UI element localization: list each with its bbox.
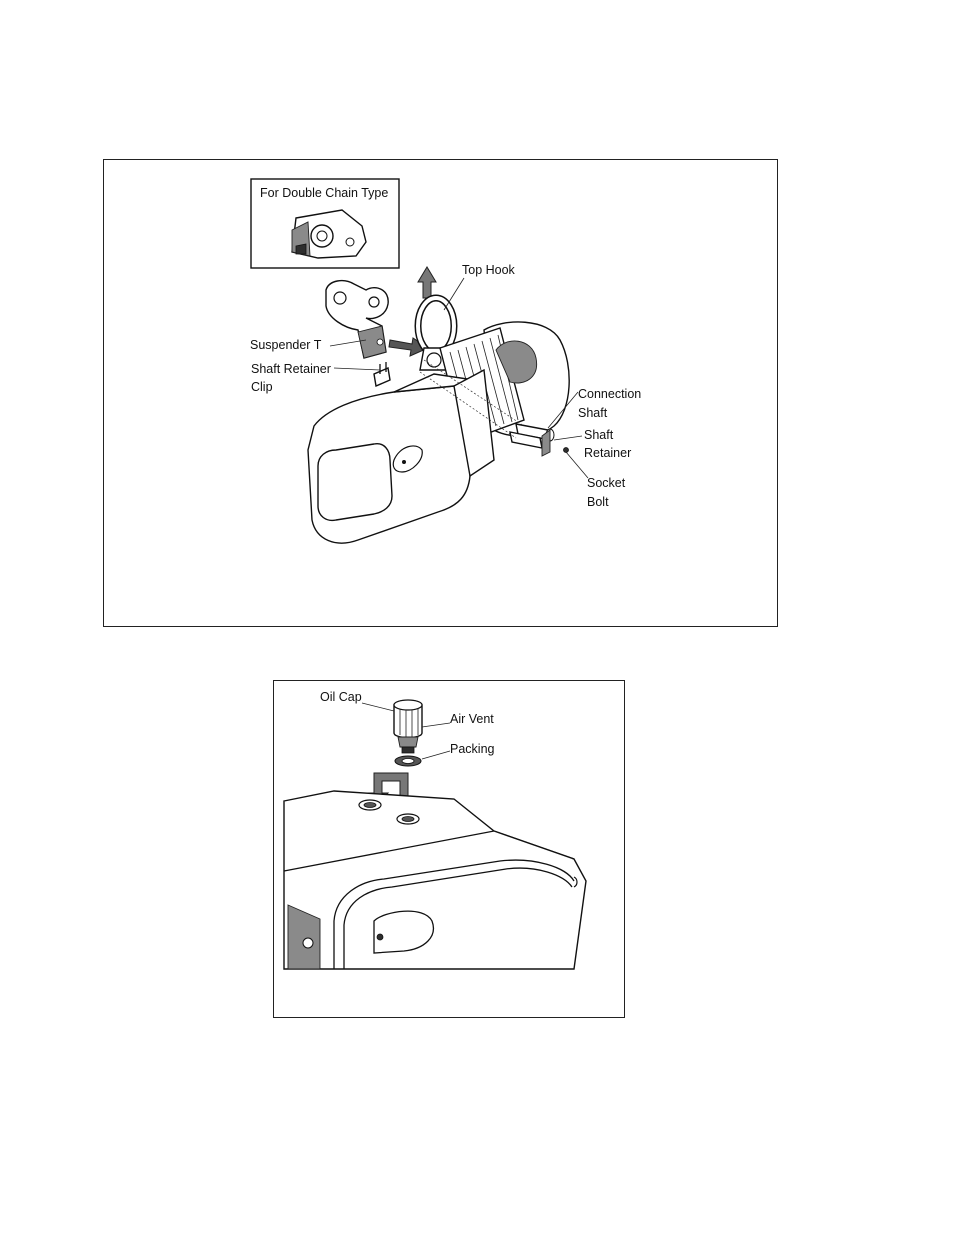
label-shaft-retainer-line2: Retainer (584, 446, 631, 460)
hoist-assembly-illustration: For Double Chain Type (250, 178, 641, 544)
label-shaft-retainer-clip-line1: Shaft Retainer (251, 362, 331, 376)
socket-bolt-part (563, 447, 569, 453)
label-leader-lines (329, 277, 589, 479)
double-chain-suspender-image (291, 209, 367, 259)
label-socket-bolt-line2: Bolt (587, 495, 609, 509)
oil-cap-leader-lines (361, 702, 451, 760)
label-connection-shaft-line1: Connection (578, 387, 641, 401)
label-shaft-retainer-clip-line2: Clip (251, 380, 273, 394)
label-packing: Packing (450, 742, 495, 756)
oil-cap-illustration: Oil Cap Air Vent Packing (283, 690, 587, 970)
label-air-vent: Air Vent (450, 712, 494, 726)
label-suspender-t: Suspender T (250, 338, 322, 352)
oil-cap-part (393, 699, 423, 754)
shaft-retainer-clip-part (373, 362, 391, 387)
top-hook-part (414, 294, 458, 371)
assembly-guide-lines (419, 359, 525, 439)
label-socket-bolt-line1: Socket (587, 476, 626, 490)
gear-case-window (317, 443, 393, 522)
oil-cap-figure: Oil Cap Air Vent Packing (273, 680, 625, 1018)
label-shaft-retainer-line1: Shaft (584, 428, 614, 442)
label-top-hook: Top Hook (462, 263, 516, 277)
label-oil-cap: Oil Cap (320, 690, 362, 704)
inset-title: For Double Chain Type (260, 186, 388, 200)
hoist-assembly-figure: For Double Chain Type (103, 159, 778, 627)
gear-case-body (307, 368, 495, 544)
lift-up-arrow (417, 266, 437, 299)
shaft-retainer-plate (541, 429, 551, 457)
packing-part (394, 755, 422, 767)
gear-case-top (283, 790, 587, 970)
suspender-t-part (325, 279, 389, 359)
connection-shaft-part (509, 423, 569, 457)
label-connection-shaft-line2: Shaft (578, 406, 608, 420)
double-chain-inset: For Double Chain Type (250, 178, 400, 269)
